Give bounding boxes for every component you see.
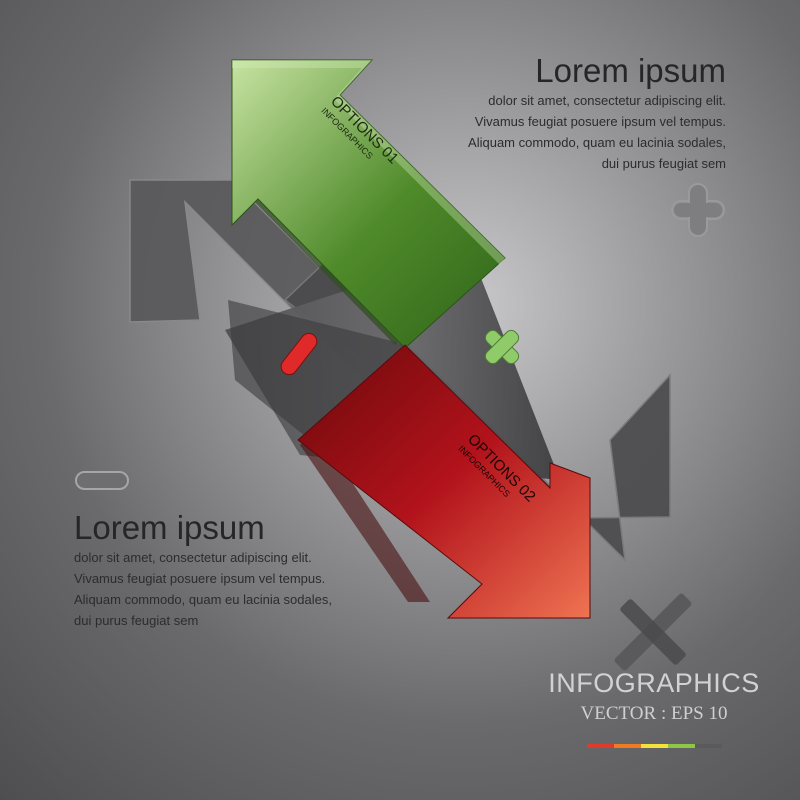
red-arrow (297, 344, 591, 619)
body-line: Aliquam commodo, quam eu lacinia sodales… (468, 135, 726, 150)
color-bar-segment (614, 744, 641, 748)
body-line: Vivamus feugiat posuere ipsum vel tempus… (474, 114, 726, 129)
color-bar-segment (587, 744, 614, 748)
color-bar-segment (695, 744, 722, 748)
color-bar-segment (668, 744, 695, 748)
footer-title: INFOGRAPHICS (548, 668, 760, 698)
text-block-bottom: Lorem ipsum dolor sit amet, consectetur … (74, 509, 332, 631)
heading-bottom: Lorem ipsum (74, 509, 265, 546)
body-line: dui purus feugiat sem (74, 613, 199, 628)
green-arrow (231, 59, 506, 349)
heading-top: Lorem ipsum (535, 52, 726, 89)
body-line: Vivamus feugiat posuere ipsum vel tempus… (74, 571, 326, 586)
body-line: Aliquam commodo, quam eu lacinia sodales… (74, 592, 332, 607)
x-shape-icon (614, 593, 692, 671)
body-line: dui purus feugiat sem (601, 156, 726, 171)
minus-outline-icon (75, 471, 129, 490)
footer-subtitle: VECTOR : EPS 10 (580, 703, 728, 724)
color-bar-segment (641, 744, 668, 748)
body-line: dolor sit amet, consectetur adipiscing e… (488, 93, 726, 108)
multiply-icon (484, 329, 520, 365)
text-block-top: Lorem ipsum dolor sit amet, consectetur … (468, 52, 726, 174)
plus-outline-icon (671, 183, 725, 237)
footer: INFOGRAPHICS VECTOR : EPS 10 (540, 668, 768, 725)
body-line: dolor sit amet, consectetur adipiscing e… (74, 550, 312, 565)
minus-icon (280, 332, 318, 376)
color-bar (587, 744, 722, 748)
